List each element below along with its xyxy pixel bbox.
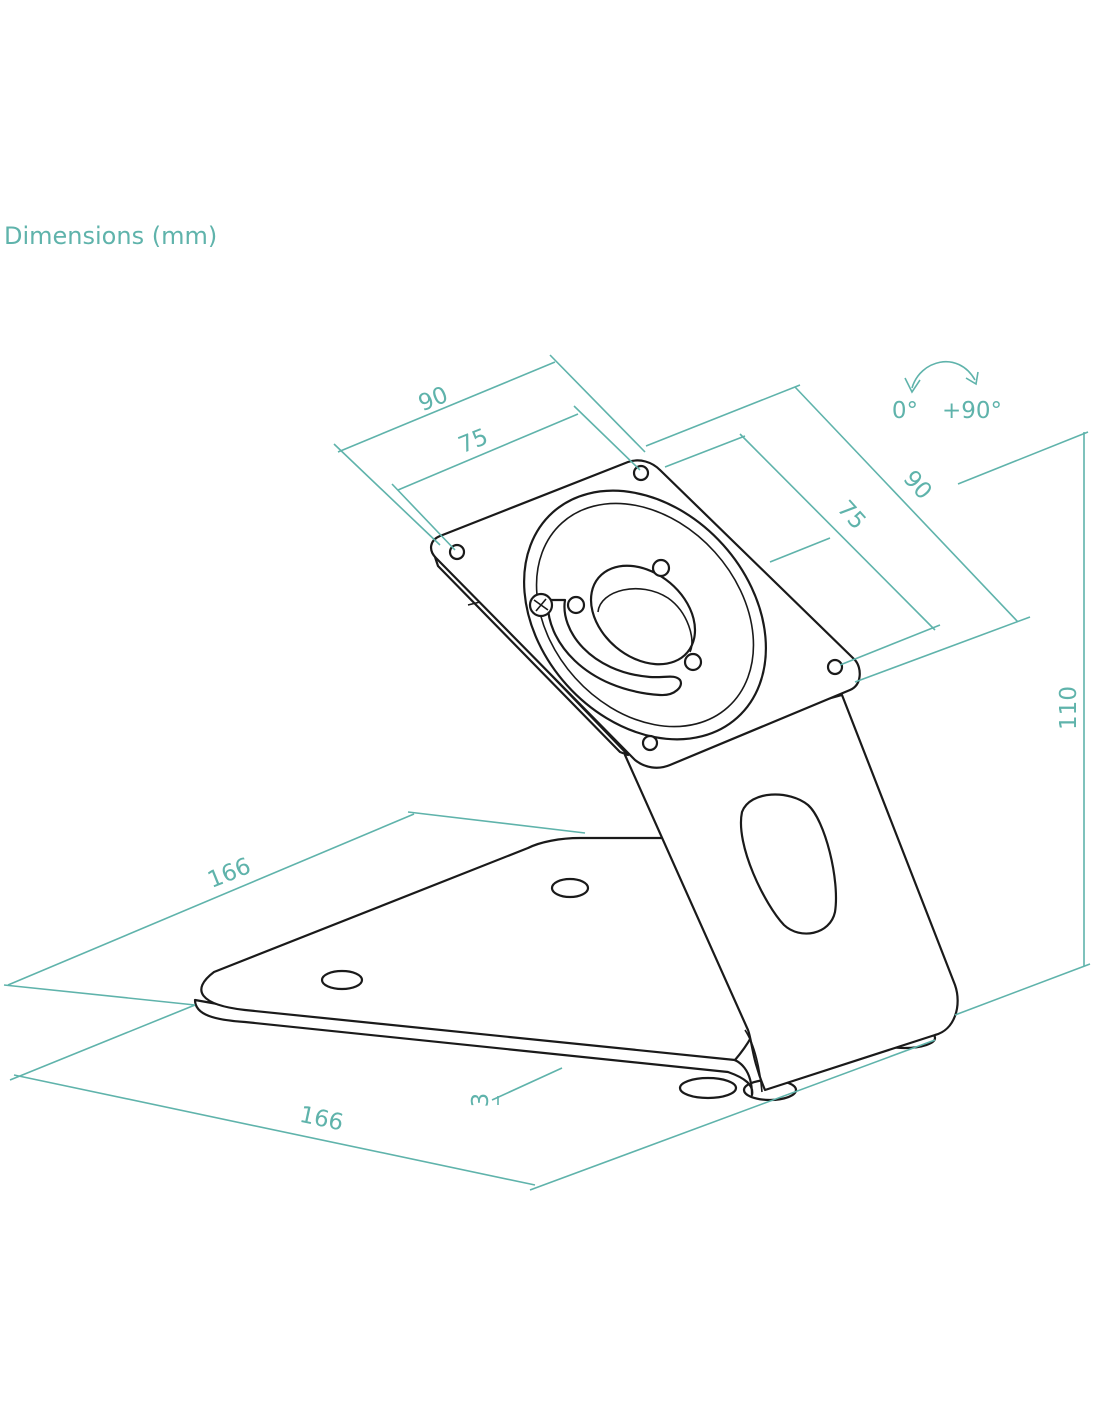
- disc-hole-2: [566, 595, 586, 615]
- center-hole-inner: [597, 588, 693, 653]
- cable-slot: [739, 793, 837, 935]
- dim-base-width: 166: [297, 1102, 345, 1137]
- plate-hole-right: [826, 658, 844, 676]
- dim-total-height: 110: [1056, 686, 1082, 730]
- dim-plate-width: 90: [415, 382, 452, 417]
- plate-hole-bottom: [641, 734, 659, 752]
- rotation-start-label: 0°: [892, 398, 918, 424]
- base-plate-edge: [193, 998, 754, 1097]
- disc-hole-3: [683, 652, 703, 672]
- rotating-disc-inner: [535, 502, 755, 728]
- upright-arm-fold: [744, 1029, 763, 1093]
- dim-plate-height: 90: [898, 466, 937, 505]
- rotation-slot: [546, 598, 682, 697]
- center-hole: [589, 564, 697, 666]
- slot-screw-cross: [533, 598, 549, 612]
- stand-outline: [193, 459, 959, 1102]
- base-hole-left: [320, 969, 364, 991]
- rotation-arrow-icon: [911, 361, 976, 389]
- rubber-foot-front: [678, 1076, 738, 1100]
- base-hole-rear: [550, 877, 590, 899]
- dim-plate-hole-width: 75: [455, 424, 492, 459]
- dimension-lines: [3, 354, 1091, 1191]
- dim-base-thickness: 3: [468, 1093, 494, 1108]
- disc-hole-1: [651, 558, 671, 578]
- plate-hole-top: [632, 464, 650, 482]
- dim-plate-hole-height: 75: [832, 496, 871, 535]
- rotation-end-label: +90°: [942, 398, 1002, 424]
- page-title: Dimensions (mm): [4, 222, 218, 250]
- dim-base-depth: 166: [204, 853, 254, 894]
